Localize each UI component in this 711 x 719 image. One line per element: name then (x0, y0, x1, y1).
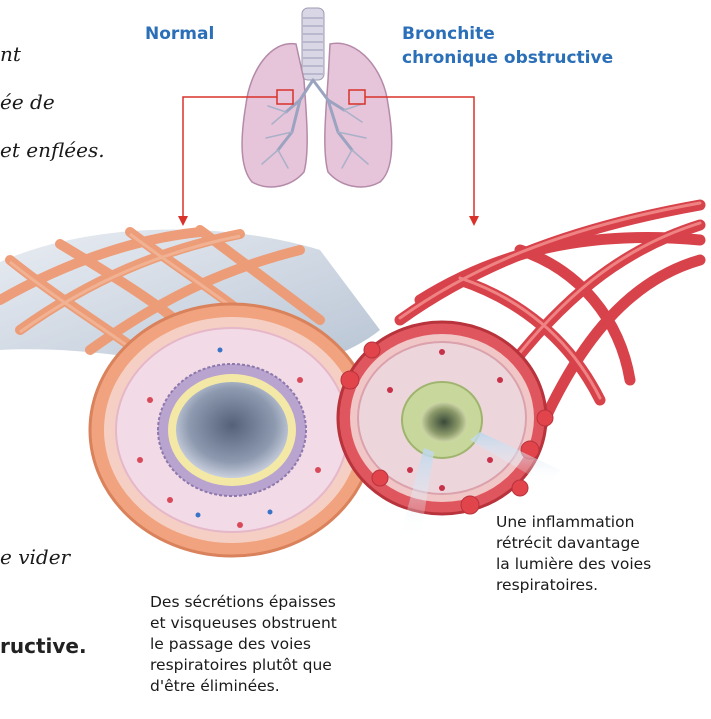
copd-bronchus (338, 203, 700, 540)
caption-inflammation-line-4: respiratoires. (496, 575, 706, 596)
caption-secretions-line-2: et visqueuses obstruent (150, 613, 380, 634)
pointer-arrow-normal (178, 216, 188, 226)
caption-inflammation-line-1: Une inflammation (496, 512, 706, 533)
caption-inflammation-line-2: rétrécit davantage (496, 533, 706, 554)
normal-bronchus (0, 229, 380, 556)
caption-inflammation-line-3: la lumière des voies (496, 554, 706, 575)
caption-secretions-line-5: d'être éliminées. (150, 676, 380, 697)
caption-secretions-line-3: le passage des voies (150, 634, 380, 655)
caption-secretions-line-4: respiratoires plutôt que (150, 655, 380, 676)
caption-inflammation: Une inflammation rétrécit davantage la l… (496, 512, 706, 596)
caption-secretions: Des sécrétions épaisses et visqueuses ob… (150, 592, 380, 697)
caption-secretions-line-1: Des sécrétions épaisses (150, 592, 380, 613)
pointer-arrow-copd (469, 216, 479, 226)
